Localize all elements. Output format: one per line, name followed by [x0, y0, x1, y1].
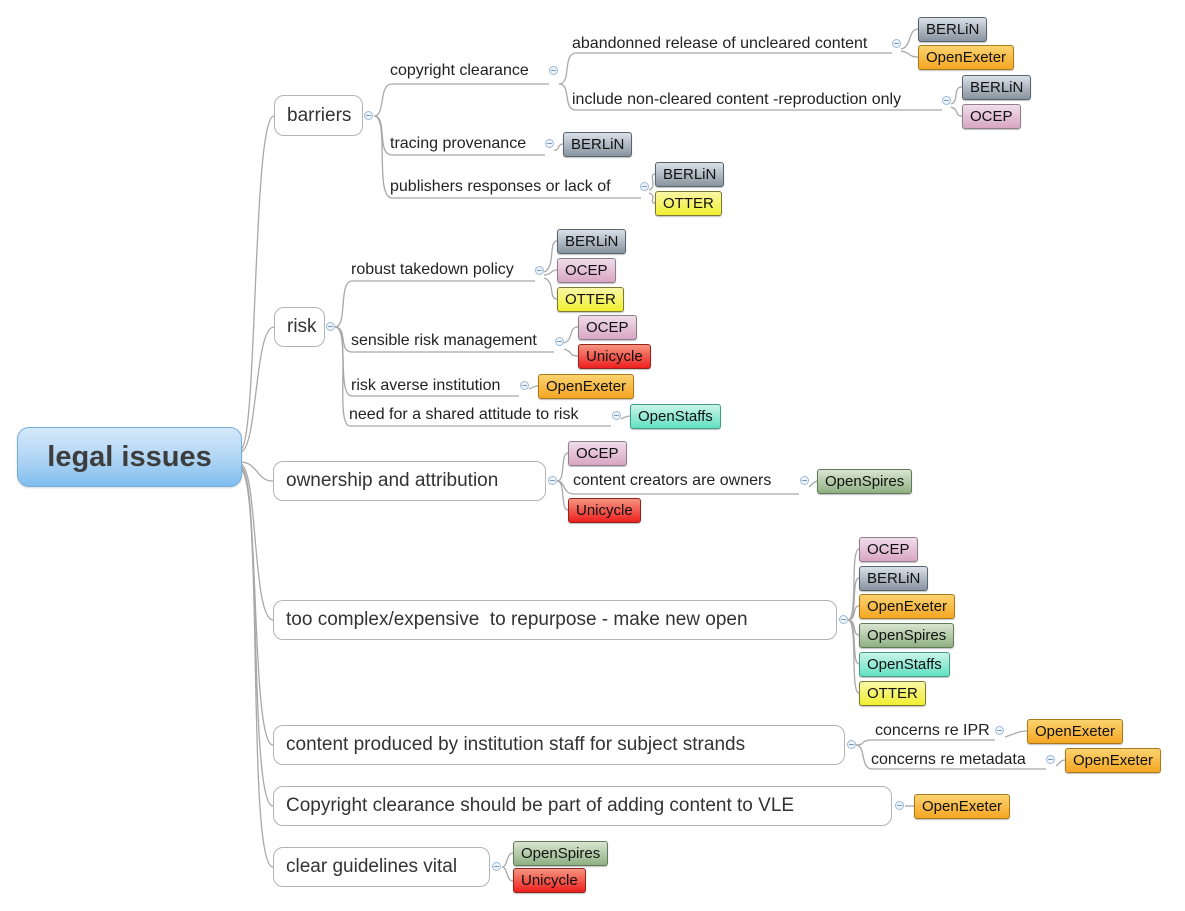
- collapse-handle-tracing-provenance[interactable]: [545, 139, 554, 148]
- root-node[interactable]: legal issues: [17, 427, 242, 487]
- tag-berlin[interactable]: BERLiN: [557, 229, 627, 254]
- tag-openstaffs[interactable]: OpenStaffs: [859, 652, 950, 677]
- tag-unicycle[interactable]: Unicycle: [513, 868, 586, 893]
- collapse-handle-copyright-clearance[interactable]: [549, 66, 558, 75]
- node-risk-averse-institution[interactable]: risk averse institution: [351, 377, 501, 394]
- tag-otter[interactable]: OTTER: [557, 287, 624, 312]
- tag-berlin[interactable]: BERLiN: [859, 566, 929, 591]
- tag-openexeter[interactable]: OpenExeter: [914, 794, 1011, 819]
- tag-unicycle[interactable]: Unicycle: [578, 344, 651, 369]
- collapse-handle-robust-takedown[interactable]: [535, 266, 544, 275]
- collapse-handle-abandonned-release[interactable]: [892, 39, 901, 48]
- node-concerns-re-ipr[interactable]: concerns re IPR: [875, 722, 990, 739]
- node-publishers-responses[interactable]: publishers responses or lack of: [390, 178, 611, 195]
- tag-berlin[interactable]: BERLiN: [563, 132, 633, 157]
- collapse-handle-too-complex[interactable]: [839, 615, 848, 624]
- node-copyright-clearance[interactable]: copyright clearance: [390, 62, 529, 79]
- tag-openstaffs[interactable]: OpenStaffs: [630, 404, 721, 429]
- tag-otter[interactable]: OTTER: [859, 681, 926, 706]
- tag-ocep[interactable]: OCEP: [568, 441, 627, 466]
- collapse-handle-shared-attitude[interactable]: [612, 411, 621, 420]
- collapse-handle-ownership[interactable]: [548, 476, 557, 485]
- branch-node-copyright-vle[interactable]: Copyright clearance should be part of ad…: [273, 786, 892, 826]
- branch-node-too-complex[interactable]: too complex/expensive to repurpose - mak…: [273, 600, 837, 640]
- tag-openspires[interactable]: OpenSpires: [817, 469, 913, 494]
- tag-berlin[interactable]: BERLiN: [918, 17, 988, 42]
- tag-openexeter[interactable]: OpenExeter: [918, 45, 1015, 70]
- tag-openexeter[interactable]: OpenExeter: [1027, 719, 1124, 744]
- tag-otter[interactable]: OTTER: [655, 191, 722, 216]
- collapse-handle-concerns-ipr[interactable]: [995, 726, 1004, 735]
- branch-node-content-by-staff[interactable]: content produced by institution staff fo…: [273, 725, 845, 765]
- tag-openexeter[interactable]: OpenExeter: [1065, 748, 1162, 773]
- node-concerns-re-metadata[interactable]: concerns re metadata: [871, 751, 1026, 768]
- node-robust-takedown-policy[interactable]: robust takedown policy: [351, 261, 514, 278]
- node-shared-attitude-to-risk[interactable]: need for a shared attitude to risk: [349, 406, 579, 423]
- tag-openspires[interactable]: OpenSpires: [513, 841, 609, 866]
- collapse-handle-risk-averse[interactable]: [520, 381, 529, 390]
- tag-ocep[interactable]: OCEP: [859, 537, 918, 562]
- tag-openexeter[interactable]: OpenExeter: [538, 374, 635, 399]
- collapse-handle-publishers-responses[interactable]: [640, 182, 649, 191]
- branch-node-risk[interactable]: risk: [274, 307, 325, 347]
- tag-berlin[interactable]: BERLiN: [655, 162, 725, 187]
- tag-ocep[interactable]: OCEP: [962, 104, 1021, 129]
- branch-node-ownership-attribution[interactable]: ownership and attribution: [273, 461, 546, 501]
- collapse-handle-clear-guidelines[interactable]: [492, 862, 501, 871]
- tag-openspires[interactable]: OpenSpires: [859, 623, 955, 648]
- tag-ocep[interactable]: OCEP: [557, 258, 616, 283]
- node-abandonned-release[interactable]: abandonned release of uncleared content: [572, 35, 868, 52]
- branch-node-barriers[interactable]: barriers: [274, 95, 363, 136]
- collapse-handle-copyright-vle[interactable]: [895, 801, 904, 810]
- collapse-handle-include-non-cleared[interactable]: [942, 96, 951, 105]
- collapse-handle-content-by-staff[interactable]: [847, 740, 856, 749]
- collapse-handle-concerns-metadata[interactable]: [1046, 755, 1055, 764]
- branch-node-clear-guidelines[interactable]: clear guidelines vital: [273, 847, 490, 887]
- tag-openexeter[interactable]: OpenExeter: [859, 594, 956, 619]
- collapse-handle-barriers[interactable]: [364, 111, 373, 120]
- tag-ocep[interactable]: OCEP: [578, 315, 637, 340]
- node-include-non-cleared[interactable]: include non-cleared content -reproductio…: [572, 91, 902, 108]
- tag-unicycle[interactable]: Unicycle: [568, 498, 641, 523]
- collapse-handle-risk[interactable]: [326, 322, 335, 331]
- tag-berlin[interactable]: BERLiN: [962, 75, 1032, 100]
- node-content-creators-owners[interactable]: content creators are owners: [573, 472, 772, 489]
- collapse-handle-content-creators[interactable]: [800, 476, 809, 485]
- collapse-handle-sensible-risk[interactable]: [555, 337, 564, 346]
- node-tracing-provenance[interactable]: tracing provenance: [390, 135, 527, 152]
- node-sensible-risk-management[interactable]: sensible risk management: [351, 332, 537, 349]
